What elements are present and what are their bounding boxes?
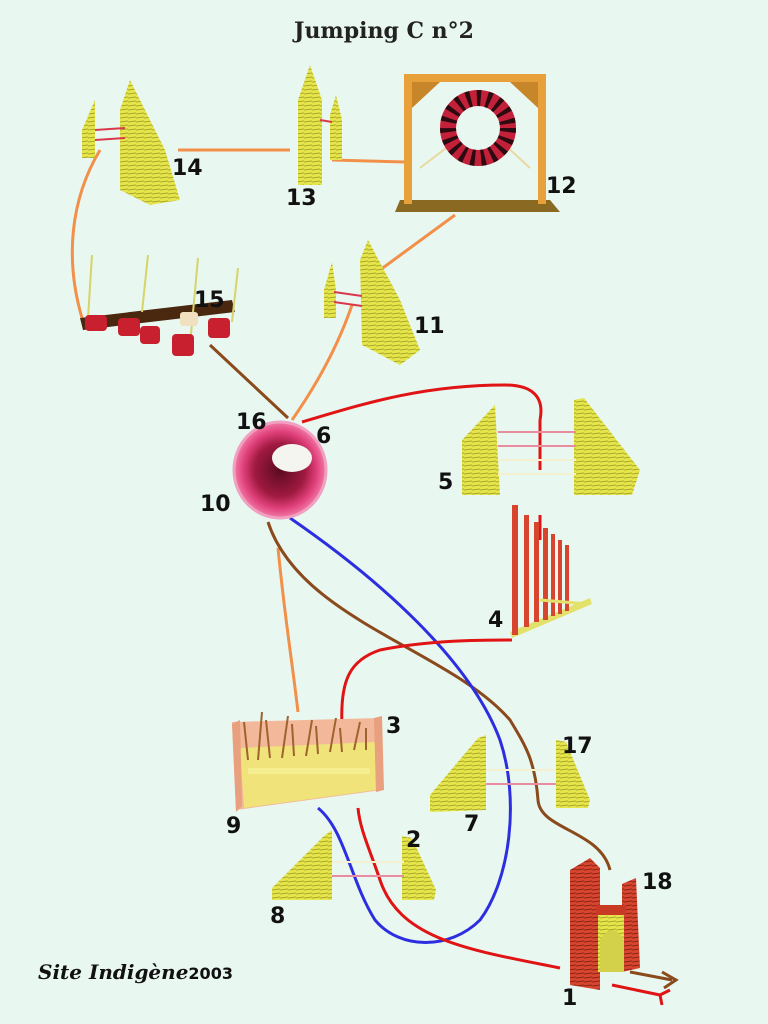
- tunnel-6-10-16: [232, 420, 328, 520]
- signature: Site Indigène2003: [38, 960, 233, 984]
- label-6: 6: [316, 424, 332, 449]
- label-15: 15: [194, 288, 225, 313]
- label-2: 2: [406, 828, 422, 853]
- label-12: 12: [546, 174, 577, 199]
- fence-11: [324, 240, 420, 365]
- route-brown: [208, 343, 679, 990]
- label-17: 17: [562, 734, 593, 759]
- fence-7-17: [430, 735, 590, 812]
- label-11: 11: [414, 314, 445, 339]
- poles-4: [510, 505, 592, 638]
- signature-year: 2003: [188, 964, 233, 983]
- fence-13: [298, 65, 342, 185]
- label-18: 18: [642, 870, 673, 895]
- label-5: 5: [438, 470, 454, 495]
- wall-1-18: [570, 858, 640, 990]
- fence-2-8: [272, 830, 436, 900]
- label-7: 7: [464, 812, 480, 837]
- label-4: 4: [488, 608, 504, 633]
- brush-3-9: [232, 711, 384, 812]
- route-blue: [289, 516, 512, 944]
- diagram-title: Jumping C n°2: [294, 18, 474, 44]
- label-13: 13: [286, 186, 317, 211]
- oxer-5: [462, 398, 640, 495]
- label-16: 16: [236, 410, 267, 435]
- label-8: 8: [270, 904, 286, 929]
- fence-14: [82, 80, 180, 205]
- route-orange: [70, 148, 456, 713]
- hurdles-15: [80, 254, 239, 356]
- label-10: 10: [200, 492, 231, 517]
- route-red: [301, 383, 671, 1006]
- label-1: 1: [562, 986, 578, 1011]
- signature-name: Site Indigène: [38, 960, 189, 984]
- tire-12: [395, 74, 560, 212]
- label-3: 3: [386, 714, 402, 739]
- label-14: 14: [172, 156, 203, 181]
- label-9: 9: [226, 814, 242, 839]
